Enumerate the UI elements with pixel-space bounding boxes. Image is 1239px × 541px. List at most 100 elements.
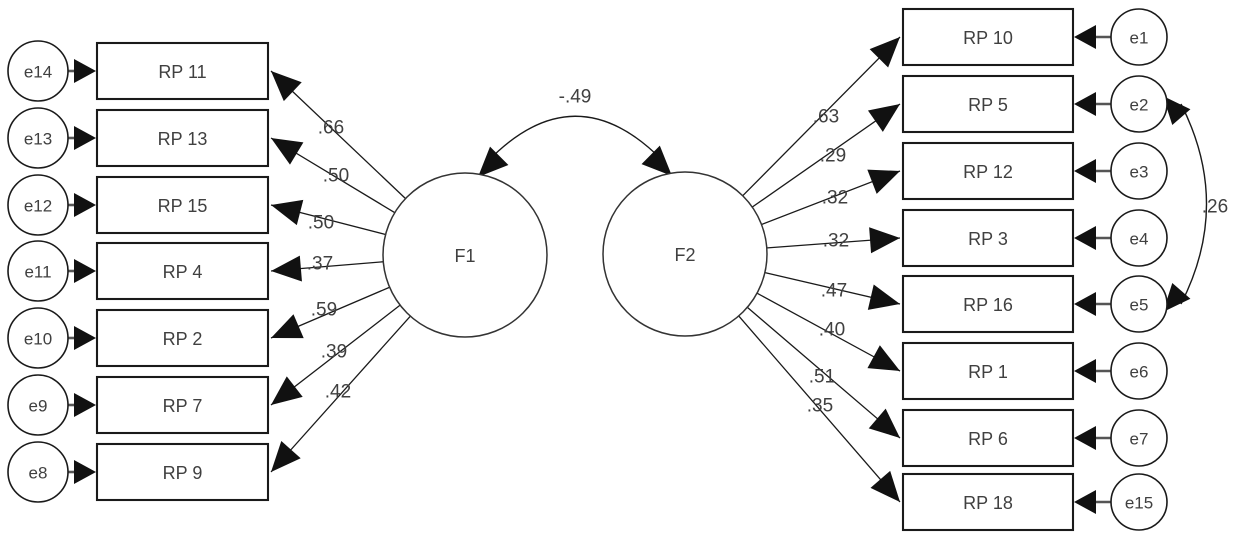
loading-coefficient-label: .32	[823, 231, 849, 252]
loading-coefficient-label: .66	[318, 118, 344, 139]
factor-node-F1: F1	[382, 172, 548, 338]
error-node-e5: e5	[1110, 275, 1168, 333]
indicator-label: RP 10	[963, 28, 1013, 48]
error-arrow-head	[1074, 490, 1096, 514]
loading-arrow-head	[271, 314, 304, 339]
loading-coefficient-label: .32	[822, 188, 848, 209]
indicator-node-rp-2: RP 2	[95, 308, 270, 368]
error-node-e11: e11	[7, 240, 69, 302]
indicator-node-rp-4: RP 4	[95, 241, 270, 301]
error-circle	[1110, 409, 1168, 467]
error-circle	[7, 40, 69, 102]
indicator-label: RP 2	[163, 329, 203, 349]
error-node-e7: e7	[1110, 409, 1168, 467]
error-arrow-head	[74, 393, 96, 417]
loading-path-line	[751, 103, 901, 209]
indicator-box	[901, 274, 1075, 334]
loading-coefficient-label: .40	[819, 320, 845, 341]
indicator-box	[901, 208, 1075, 268]
error-node-e12: e12	[7, 174, 69, 236]
error-label: e11	[24, 263, 51, 282]
loading-path-line	[270, 314, 412, 473]
indicator-label: RP 16	[963, 295, 1013, 315]
indicator-box	[95, 241, 270, 301]
indicator-box	[901, 341, 1075, 401]
error-circle	[1110, 275, 1168, 333]
loading-arrow-head	[870, 470, 900, 502]
indicator-box	[95, 308, 270, 368]
indicator-label: RP 13	[158, 129, 208, 149]
loading-arrow-head	[271, 71, 302, 102]
indicator-node-rp-1: RP 1	[901, 341, 1075, 401]
error-node-e9: e9	[7, 374, 69, 436]
loading-path-line	[737, 314, 901, 503]
loading-arrow-head	[868, 408, 900, 438]
indicator-box	[901, 7, 1075, 67]
error-label: e7	[1130, 430, 1149, 449]
error-circle	[1110, 342, 1168, 400]
indicator-node-rp-16: RP 16	[901, 274, 1075, 334]
factor-circle	[382, 172, 548, 338]
error-arrow-head	[1074, 426, 1096, 450]
error-node-e1: e1	[1110, 8, 1168, 66]
error-label: e8	[29, 464, 48, 483]
factor-circle	[602, 171, 768, 337]
error-node-e8: e8	[7, 441, 69, 503]
error-node-e13: e13	[7, 107, 69, 169]
error-arrow-head	[1074, 25, 1096, 49]
indicator-box	[95, 175, 270, 235]
covariance-arrow-head-right	[641, 145, 672, 176]
loading-arrow-head	[867, 345, 900, 371]
loading-coefficient-label: .47	[821, 281, 847, 302]
loading-path-line	[746, 306, 901, 439]
indicator-node-rp-11: RP 11	[95, 41, 270, 101]
indicator-label: RP 7	[163, 396, 203, 416]
loading-coefficient-label: .63	[813, 107, 839, 128]
loading-coefficient-label: .50	[308, 213, 334, 234]
error-node-e3: e3	[1110, 142, 1168, 200]
loading-arrow-head	[867, 104, 900, 132]
indicator-node-rp-13: RP 13	[95, 108, 270, 168]
loading-arrow-head	[271, 138, 304, 165]
factor-covariance-curve	[487, 115, 663, 162]
loading-coefficient-label: .35	[807, 396, 833, 417]
indicator-label: RP 12	[963, 162, 1013, 182]
error-circle	[7, 441, 69, 503]
factor-covariance-arc	[478, 115, 672, 177]
error-circle	[1110, 75, 1168, 133]
error-arrow-head	[1074, 226, 1096, 250]
indicator-node-rp-12: RP 12	[901, 141, 1075, 201]
error-covariance-arrow-head-top	[1163, 96, 1191, 126]
error-covariance-arc	[1163, 96, 1208, 312]
loading-coefficient-label: .39	[321, 342, 347, 363]
indicator-box	[95, 108, 270, 168]
indicator-label: RP 6	[968, 429, 1008, 449]
error-label: e2	[1130, 96, 1149, 115]
indicator-node-rp-5: RP 5	[901, 74, 1075, 134]
indicator-label: RP 4	[163, 262, 203, 282]
indicator-box	[95, 375, 270, 435]
indicator-node-rp-7: RP 7	[95, 375, 270, 435]
indicator-box	[901, 408, 1075, 468]
loading-coefficient-label: .51	[809, 367, 835, 388]
error-label: e5	[1130, 296, 1149, 315]
indicator-box	[95, 442, 270, 502]
error-circle	[7, 307, 69, 369]
loading-path-line	[270, 70, 407, 200]
loading-arrow-head	[867, 284, 900, 310]
covariance-arrow-head-left	[478, 146, 509, 177]
factor-label: F1	[454, 246, 475, 266]
error-arrow-head	[74, 126, 96, 150]
error-circle	[1110, 209, 1168, 267]
error-covariance-arrow-head-bottom	[1163, 282, 1191, 312]
error-label: e12	[24, 197, 52, 216]
error-label: e13	[24, 130, 52, 149]
right-loading-path-group	[737, 36, 901, 503]
error-label: e9	[29, 397, 48, 416]
error-node-e14: e14	[7, 40, 69, 102]
